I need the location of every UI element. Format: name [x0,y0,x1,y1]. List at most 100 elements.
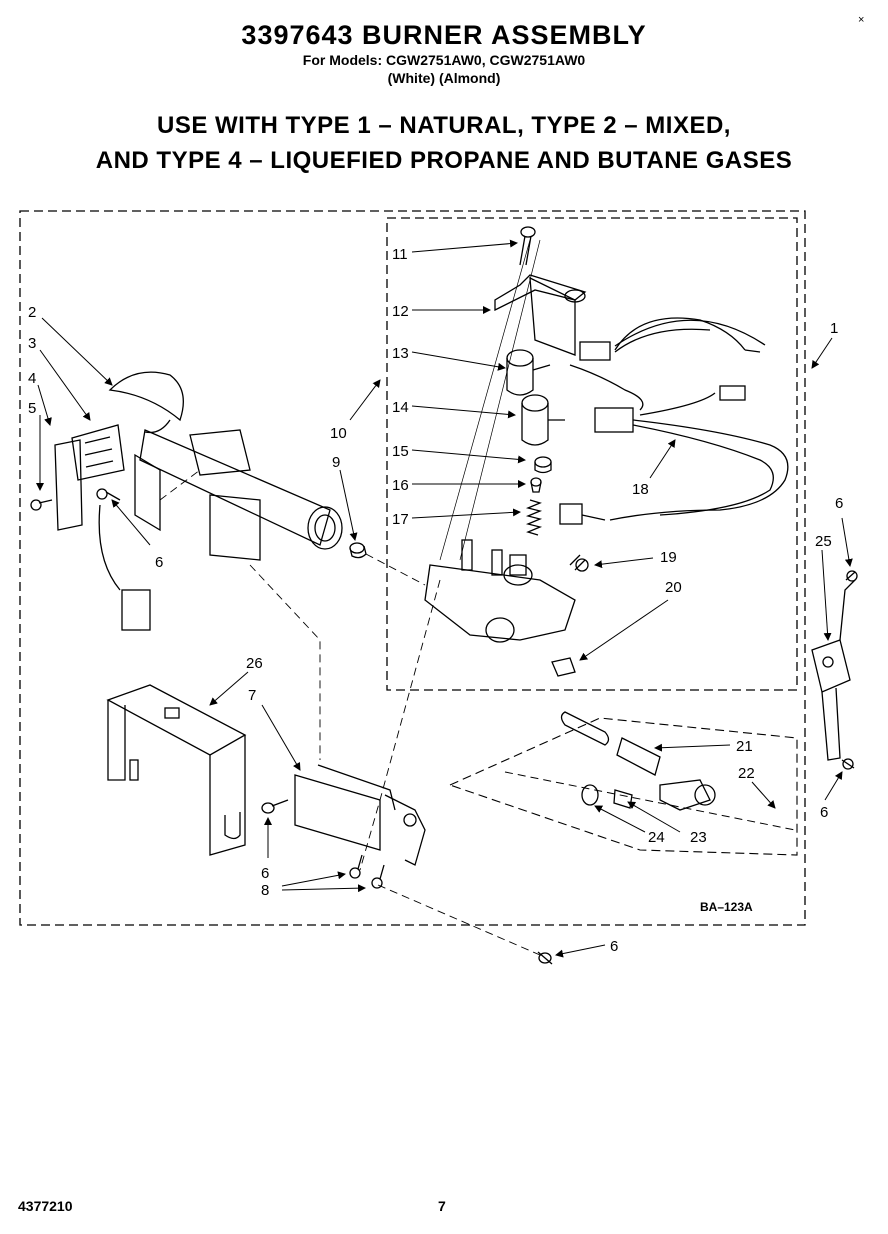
orifice-kit-boundary [449,717,798,856]
screw-19 [569,554,589,572]
page-title: 3397643 BURNER ASSEMBLY [241,20,647,50]
arrow-13 [411,351,506,371]
callout-1: 1 [830,320,838,337]
drawing-code: BA–123A [700,900,753,914]
orifice-spud [560,711,610,746]
screw-6e [841,758,855,770]
callout-5: 5 [28,400,36,417]
screw-8b [371,864,385,889]
nut-24 [581,784,599,806]
callout-6c: 6 [610,938,618,955]
model-colors: (White) (Almond) [387,70,501,86]
gas-valve-body [424,539,576,643]
arrow-21 [654,743,731,752]
callout-6e: 6 [820,804,828,821]
coil-cover [494,274,587,356]
arrow-4 [37,384,52,426]
igniter [54,424,151,631]
arrow-20 [579,599,669,661]
callout-9: 9 [332,454,340,471]
arrow-7 [261,704,301,771]
usage-line-1: USE WITH TYPE 1 – NATURAL, TYPE 2 – MIXE… [157,112,731,139]
arrow-14 [411,405,516,419]
arrow-23 [627,801,681,833]
usage-line-2: AND TYPE 4 – LIQUEFIED PROPANE AND BUTAN… [95,147,793,174]
callout-18: 18 [632,481,649,498]
callout-23: 23 [690,829,707,846]
arrow-25 [821,549,832,641]
callout-3: 3 [28,335,36,352]
leader-dashed-3 [365,553,426,586]
callout-22: 22 [738,765,755,782]
spring [525,499,543,536]
assembly-boundary [19,210,806,926]
arrow-9 [339,469,358,541]
wiring-harness [559,317,789,525]
callout-12: 12 [392,303,409,320]
leader-dashed-5 [359,579,441,871]
arrow-6c [555,944,606,958]
arrow-22 [751,781,776,809]
conversion-kit-outline [504,771,796,831]
callout-24: 24 [648,829,665,846]
callout-16: 16 [392,477,409,494]
flame-sensor-bracket [811,579,856,761]
coil-13 [506,349,551,396]
leader-dashed-4 [377,884,541,956]
plunger [530,477,542,493]
callout-15: 15 [392,443,409,460]
callout-19: 19 [660,549,677,566]
arrow-18 [649,439,676,479]
arrow-8b [281,884,366,893]
valve-cap [534,456,552,474]
sensor-bracket [189,429,261,561]
arrow-1 [811,337,833,369]
orifice-21 [616,737,661,776]
coil-14 [521,394,565,446]
page-number: 7 [438,1198,446,1214]
arrow-6a [111,499,151,546]
leader-dashed-2 [159,469,201,501]
callout-8: 8 [261,882,269,899]
callout-13: 13 [392,345,409,362]
screw-6b [261,799,289,814]
valve-subassembly-boundary [386,217,798,691]
callout-7: 7 [248,687,256,704]
screw-8a [349,854,363,879]
callout-14: 14 [392,399,409,416]
callout-20: 20 [665,579,682,596]
arrow-6d [841,517,853,567]
callout-6d: 6 [835,495,843,512]
arrow-2 [41,317,113,386]
arrow-8a [281,871,346,887]
callout-10: 10 [330,425,347,442]
arrow-26 [209,671,249,706]
burner-tube [108,371,343,550]
igniter-bracket [134,453,161,532]
arrow-15 [411,449,526,464]
callout-21: 21 [736,738,753,755]
arrow-11 [411,239,518,253]
arrow-17 [411,508,521,519]
model-numbers: For Models: CGW2751AW0, CGW2751AW0 [302,52,586,68]
screw-11 [519,226,536,266]
leader-dashed-1 [249,564,321,760]
valve-mount-bracket [294,764,426,866]
screw-6d [845,570,858,582]
callout-2: 2 [28,304,36,321]
screw-5 [30,499,53,511]
callout-17: 17 [392,511,409,528]
corner-mark: × [858,14,865,26]
screw-6a [96,488,121,501]
burner-mount-bracket [106,684,247,856]
callout-25: 25 [815,533,832,550]
callout-4: 4 [28,370,36,387]
callout-26: 26 [246,655,263,672]
screw-6c [537,951,553,965]
fitting-20 [551,657,576,677]
valve-center-line [439,239,541,561]
orifice-23 [613,779,716,811]
callout-6b: 6 [261,865,269,882]
arrow-10 [349,379,381,421]
